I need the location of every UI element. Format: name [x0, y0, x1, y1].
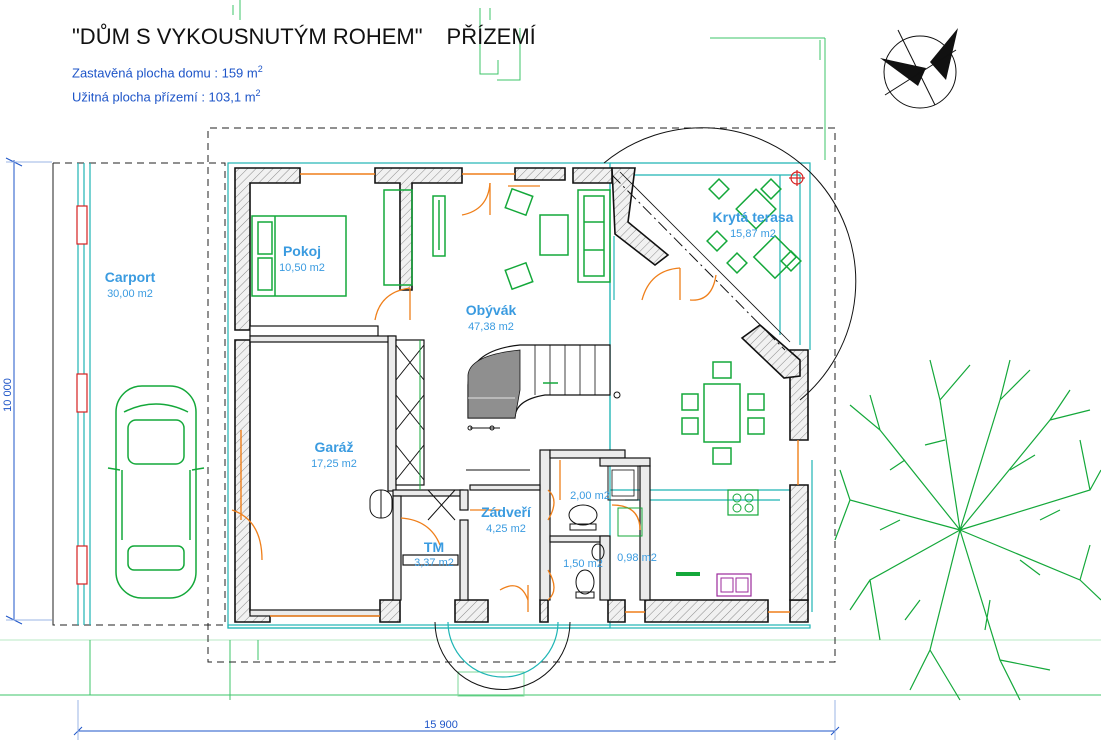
tree-icon — [834, 359, 1101, 701]
north-arrow-icon — [880, 28, 958, 109]
room-area-obyvak: 47,38 m2 — [468, 321, 514, 333]
built-area-label: Zastavěná plocha domu : 159 m — [72, 65, 258, 81]
dining-table-icon — [681, 361, 765, 465]
sofa-icon — [577, 189, 611, 283]
room-area-zadveri: 4,25 m2 — [486, 523, 526, 535]
room-area-tm: 3,37 m2 — [414, 557, 454, 569]
built-area-info: Zastavěná plocha domu : 159 m2 — [72, 64, 263, 80]
carport-area — [52, 162, 226, 626]
roof-outline — [207, 127, 836, 663]
room-name-obyvak: Obývák — [466, 302, 517, 318]
doors — [231, 182, 717, 612]
dimension-lines — [5, 157, 840, 740]
kitchen-icon — [607, 465, 759, 597]
room-name-garaz: Garáž — [315, 439, 354, 455]
bed-icon — [251, 215, 347, 297]
car-icon — [107, 385, 205, 599]
room-area-carport: 30,00 m2 — [107, 288, 153, 300]
staircase — [467, 344, 621, 431]
room-labels: Carport 30,00 m2 Pokoj 10,50 m2 Obývák 4… — [105, 209, 794, 570]
bathroom-fixtures-icon — [568, 504, 605, 599]
coffee-table-icon — [539, 214, 569, 256]
built-area-sup: 2 — [257, 64, 263, 74]
terrace-arc — [434, 127, 857, 690]
room-name-zadveri: Zádveří — [481, 504, 532, 520]
marker-icon — [789, 170, 805, 186]
terrace-table-icon — [706, 178, 802, 280]
wardrobe-icon — [383, 189, 413, 286]
room-name-terasa: Krytá terasa — [713, 209, 794, 225]
width-dimension: 15 900 — [424, 719, 458, 731]
room-name-tm: TM — [424, 539, 444, 555]
exterior-walls — [234, 167, 809, 623]
usable-area-sup: 2 — [255, 88, 261, 98]
windows — [240, 173, 799, 617]
height-dimension: 10 000 — [2, 378, 14, 412]
room-area-koupelna: 2,00 m2 — [570, 490, 610, 502]
room-name-carport: Carport — [105, 269, 156, 285]
boiler-icon — [369, 489, 393, 519]
page-title: "DŮM S VYKOUSNUTÝM ROHEM" PŘÍZEMÍ — [72, 24, 536, 50]
title-main: "DŮM S VYKOUSNUTÝM ROHEM" — [72, 24, 423, 49]
room-area-pokoj: 10,50 m2 — [279, 262, 325, 274]
armchair-icon — [504, 187, 534, 291]
room-area-spiz: 0,98 m2 — [617, 552, 657, 564]
usable-area-label: Užitná plocha přízemí : 103,1 m — [72, 89, 256, 105]
room-area-wc: 1,50 m2 — [563, 558, 603, 570]
guide-lines — [0, 0, 1101, 700]
room-area-garaz: 17,25 m2 — [311, 458, 357, 470]
garage-door — [395, 340, 530, 521]
title-sub: PŘÍZEMÍ — [446, 24, 536, 49]
room-name-pokoj: Pokoj — [283, 243, 321, 259]
usable-area-info: Užitná plocha přízemí : 103,1 m2 — [72, 88, 261, 104]
fireplace-icon — [432, 195, 446, 257]
room-area-terasa: 15,87 m2 — [730, 228, 776, 240]
